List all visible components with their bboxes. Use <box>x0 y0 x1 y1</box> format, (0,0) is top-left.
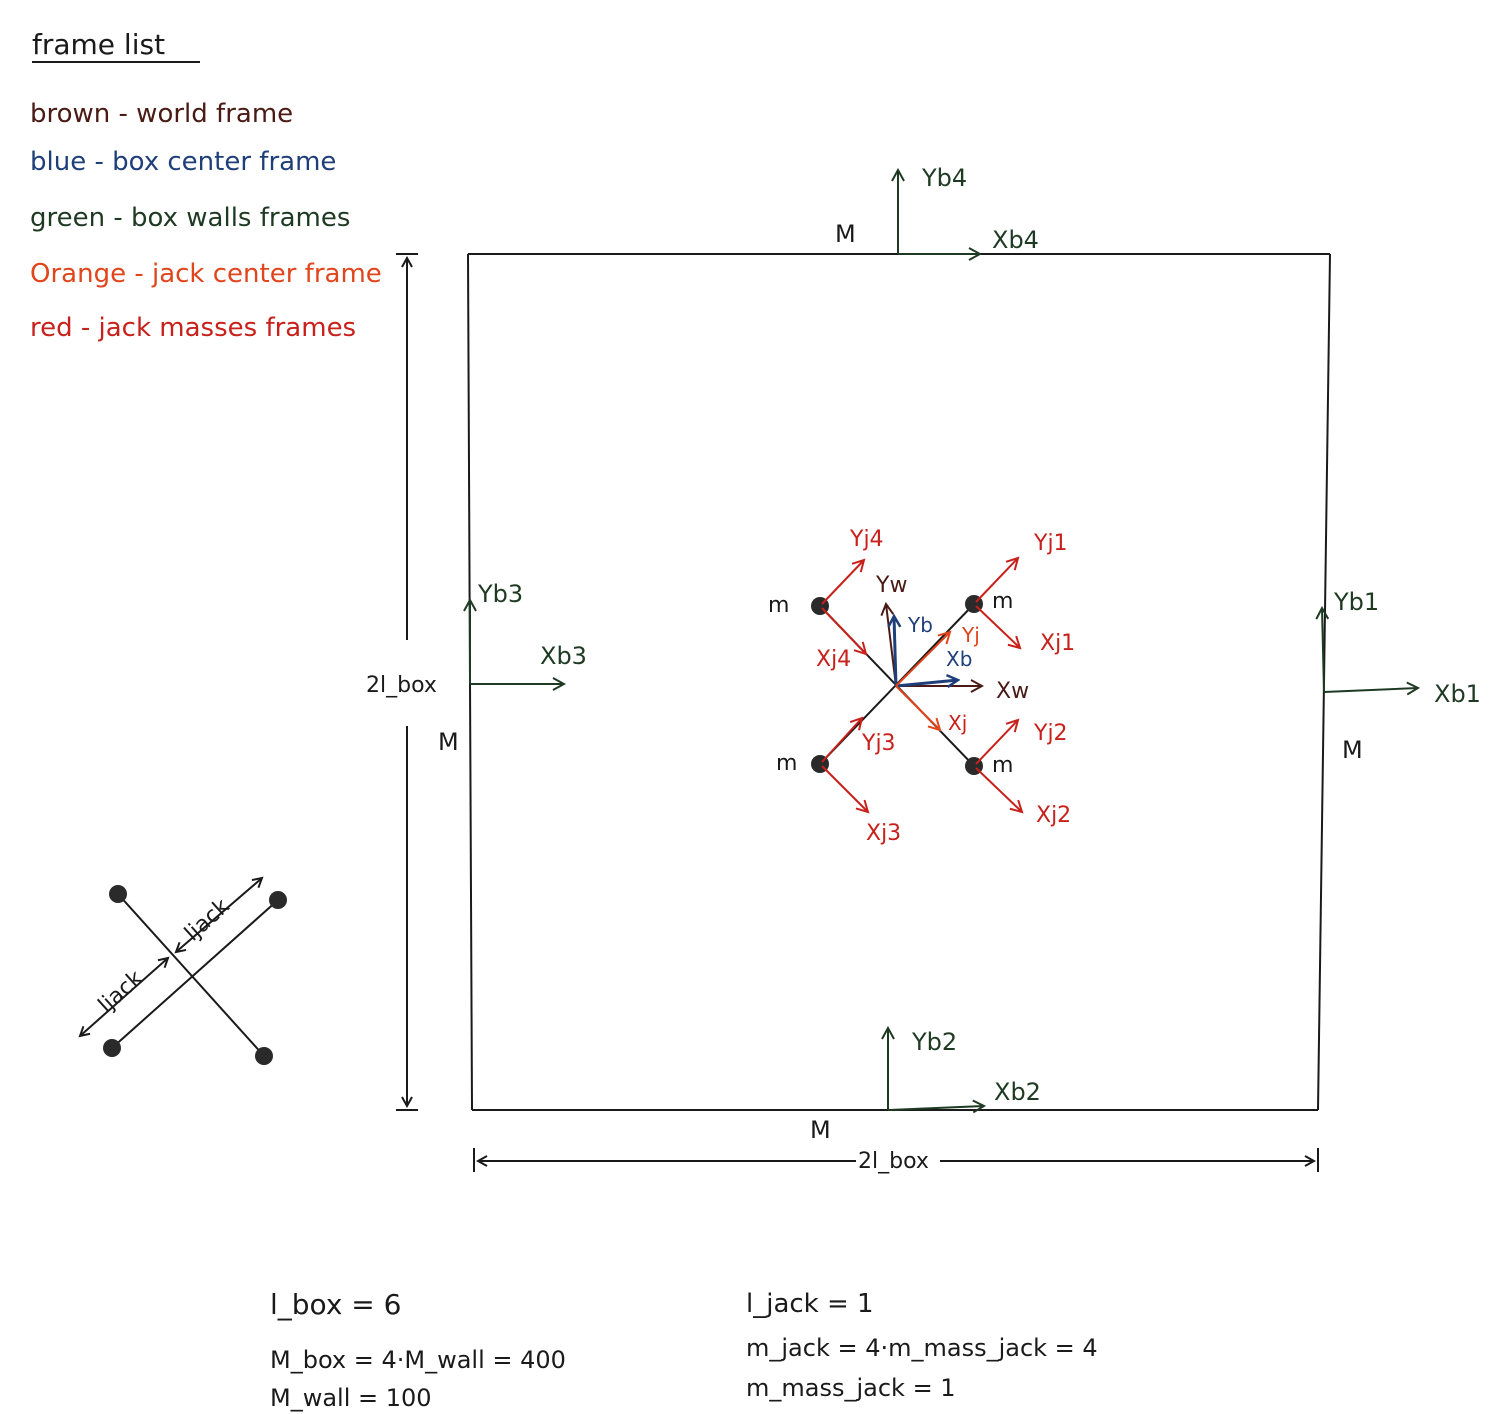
frame-b1-y-label: Yb1 <box>1333 588 1379 616</box>
frame-j4-y-label: Yj4 <box>849 527 884 552</box>
frame-b4-x-label: Xb4 <box>992 226 1039 254</box>
sketch-mass-4 <box>255 1047 273 1065</box>
box-center-frame-y-label: Yb <box>907 613 933 637</box>
legend-title: frame list <box>32 28 165 61</box>
legend: frame list brown - world frame blue - bo… <box>30 28 382 343</box>
dimension-width-label: 2l_box <box>858 1149 929 1174</box>
frame-b2-x-label: Xb2 <box>994 1078 1041 1106</box>
world-frame-y-label: Yw <box>875 573 907 598</box>
frame-b1-x-label: Xb1 <box>1434 680 1481 708</box>
frame-b3-x-label: Xb3 <box>540 642 587 670</box>
sketch-mass-2 <box>269 891 287 909</box>
wall-mass-label-bottom: M <box>810 1116 831 1144</box>
jack-center-frame: Yj Xj <box>895 623 980 735</box>
parameters: l_box = 6 M_box = 4·M_wall = 400 M_wall … <box>270 1288 1098 1412</box>
jack: m m m m Yj4 Xj4 Yj1 Xj1 Yj3 Xj3 Yj2 Xj2 <box>768 527 1075 846</box>
param-l-box: l_box = 6 <box>270 1288 401 1321</box>
wall-mass-label-left: M <box>438 728 459 756</box>
wall-frame-b3: Yb3 Xb3 <box>470 580 587 684</box>
frame-b4-y-label: Yb4 <box>921 164 967 192</box>
dimension-height: 2l_box <box>366 253 437 1111</box>
box-center-frame: Yb Xb <box>894 613 972 686</box>
frame-b3-y-label: Yb3 <box>477 580 523 608</box>
frame-j3-y-label: Yj3 <box>861 731 896 756</box>
jack-sketch: ljack ljack <box>80 878 287 1065</box>
world-frame: Yw Xw <box>875 573 1029 704</box>
frame-j3-x-label: Xj3 <box>866 821 901 846</box>
mass-frame-j4: Yj4 Xj4 <box>816 527 884 672</box>
legend-item-box-center: blue - box center frame <box>30 147 336 177</box>
frame-j2-x-label: Xj2 <box>1036 803 1071 828</box>
legend-item-jack-masses: red - jack masses frames <box>30 313 356 343</box>
frame-j1-y-label: Yj1 <box>1033 531 1068 556</box>
jack-mass-2-label: m <box>992 753 1013 778</box>
box-center-frame-x-label: Xb <box>946 647 972 671</box>
legend-item-box-walls: green - box walls frames <box>30 203 350 233</box>
frame-j2-y-label: Yj2 <box>1033 721 1068 746</box>
mass-frame-j1: Yj1 Xj1 <box>975 531 1075 656</box>
sketch-length-label-2: ljack <box>180 894 234 947</box>
param-m-jack: m_jack = 4·m_mass_jack = 4 <box>746 1334 1098 1362</box>
dimension-height-label: 2l_box <box>366 673 437 698</box>
jack-mass-1-label: m <box>992 589 1013 614</box>
sketch-length-label-1: ljack <box>94 966 148 1019</box>
frame-j4-x-label: Xj4 <box>816 647 851 672</box>
world-frame-x-label: Xw <box>996 679 1029 704</box>
frame-b2-y-label: Yb2 <box>911 1028 957 1056</box>
wall-frame-b4: Yb4 Xb4 <box>898 164 1039 254</box>
sketch-mass-3 <box>103 1039 121 1057</box>
jack-mass-4-label: m <box>768 593 789 618</box>
frame-j1-x-label: Xj1 <box>1040 631 1075 656</box>
sketch-mass-1 <box>109 885 127 903</box>
param-m-box: M_box = 4·M_wall = 400 <box>270 1346 566 1374</box>
jack-mass-3-label: m <box>776 751 797 776</box>
param-l-jack: l_jack = 1 <box>746 1289 874 1319</box>
jack-center-frame-x-label: Xj <box>948 711 967 735</box>
wall-mass-label-top: M <box>835 220 856 248</box>
legend-item-world: brown - world frame <box>30 99 293 129</box>
dimension-width: 2l_box <box>473 1148 1319 1174</box>
wall-frame-b2: Yb2 Xb2 <box>888 1028 1041 1110</box>
param-m-mass-jack: m_mass_jack = 1 <box>746 1374 956 1402</box>
wall-frame-b1: Yb1 Xb1 <box>1322 588 1481 708</box>
param-m-wall: M_wall = 100 <box>270 1384 432 1412</box>
legend-item-jack-center: Orange - jack center frame <box>30 259 382 289</box>
mass-frame-j2: Yj2 Xj2 <box>975 720 1071 828</box>
jack-center-frame-y-label: Yj <box>961 623 980 647</box>
mass-frame-j3: Yj3 Xj3 <box>821 718 901 846</box>
wall-mass-label-right: M <box>1342 736 1363 764</box>
